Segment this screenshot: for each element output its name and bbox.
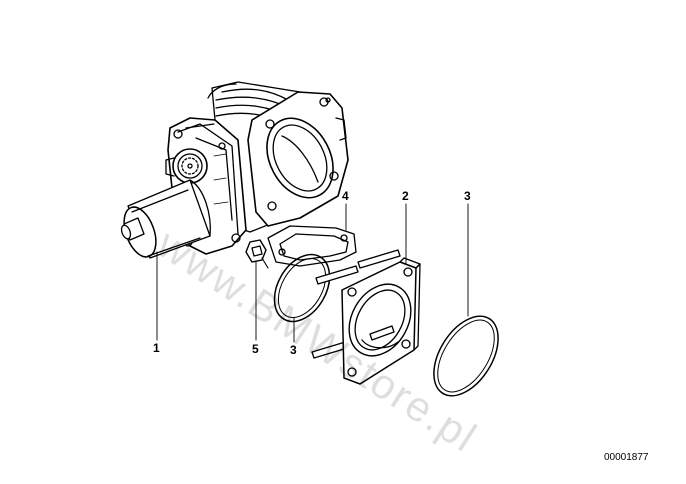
o-ring-right <box>433 315 499 397</box>
throttle-body-assembly <box>120 81 349 259</box>
diagram-reference-number: 00001877 <box>604 452 649 463</box>
leader-lines <box>156 203 469 343</box>
callout-4: 4 <box>342 189 349 203</box>
intermediate-flange <box>311 249 421 385</box>
screw <box>245 239 269 269</box>
callout-1: 1 <box>153 341 160 355</box>
gasket <box>267 225 357 267</box>
o-ring-left <box>273 253 331 323</box>
callout-5: 5 <box>252 342 259 356</box>
callout-2: 2 <box>402 189 409 203</box>
callout-3-right: 3 <box>464 189 471 203</box>
callout-3-left: 3 <box>290 343 297 357</box>
